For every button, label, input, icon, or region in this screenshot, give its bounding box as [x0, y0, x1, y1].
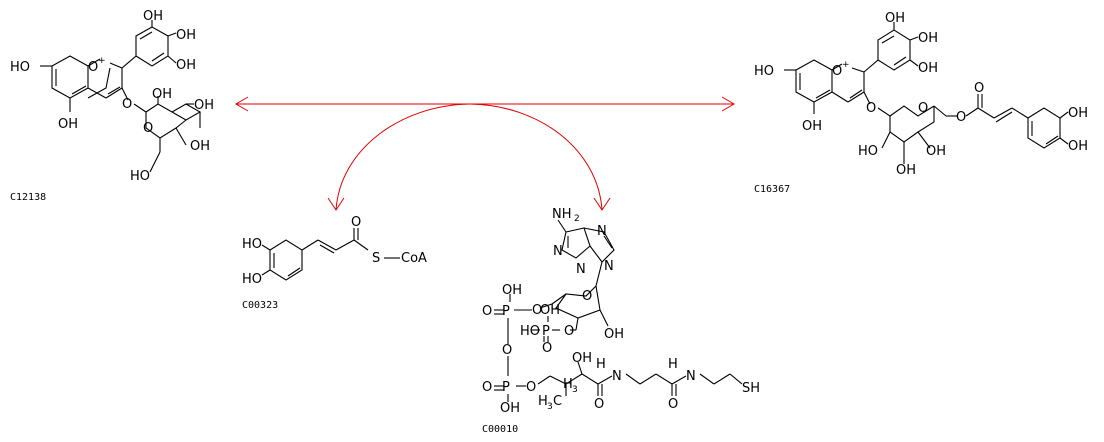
- c16367-ho-7: HO: [754, 64, 774, 79]
- c00010-o-ring: O: [582, 289, 592, 304]
- arrow-head-c00010: [593, 197, 611, 211]
- c12138-oh-5: OH: [58, 117, 78, 132]
- c00010-ch3-h: H: [538, 394, 548, 409]
- c00010-o-5: O: [532, 303, 542, 318]
- compound-c00010: NH 2 N N N N O OH O OH P HO O O OH P O O…: [482, 207, 760, 435]
- c12138-oh-3p: OH: [143, 9, 163, 24]
- c16367-plus: +: [842, 60, 850, 70]
- c00323-o-carbonyl: O: [351, 215, 361, 230]
- c00010-n9: N: [604, 259, 614, 274]
- c12138-ho-7: HO: [10, 60, 30, 75]
- c00010-o-amide2: O: [668, 397, 678, 412]
- c00010-o-amide1: O: [594, 397, 604, 412]
- compound-c16367: HO O + OH OH OH OH O O HO OH OH O O OH O…: [754, 11, 1088, 195]
- c00010-oh-pa: OH: [502, 283, 522, 298]
- curved-arrow-to-c00323: [335, 103, 471, 211]
- c16367-oh-3s: OH: [896, 163, 916, 178]
- compound-id-c16367: C16367: [754, 184, 790, 195]
- c00323-ho-4: HO: [242, 272, 262, 287]
- c16367-oh-caff-4: OH: [1068, 139, 1088, 154]
- c16367-o-ester: O: [956, 110, 966, 125]
- c00010-o-panto: O: [526, 380, 536, 395]
- c00010-ho-p3: HO: [520, 324, 540, 339]
- compound-id-c00010: C00010: [482, 424, 518, 435]
- c00010-oh-p3: OH: [540, 303, 560, 318]
- c12138-oxonium: O: [88, 60, 98, 75]
- c00010-n-amide2: N: [686, 369, 696, 384]
- c00010-n7: N: [597, 224, 607, 239]
- c00010-h-amide1: H: [596, 357, 606, 372]
- c16367-ho-2s: HO: [858, 144, 878, 159]
- c12138-plus: +: [98, 56, 106, 66]
- c00323-s: S: [372, 251, 380, 266]
- c00010-n-amide1: N: [612, 369, 622, 384]
- c16367-oh-5: OH: [802, 119, 822, 134]
- c00010-o-pa: O: [482, 304, 492, 319]
- c00010-ch3b-h: H: [563, 377, 573, 392]
- c00010-oh-panto: OH: [572, 351, 592, 366]
- c00010-o-3: O: [564, 324, 574, 339]
- c16367-oh-3p: OH: [885, 11, 905, 26]
- c00010-ch3-c: C: [553, 394, 562, 409]
- c00323-coa: CoA: [401, 251, 427, 266]
- reaction-arrows: [235, 96, 735, 211]
- c16367-o-carbonyl: O: [974, 81, 984, 96]
- c12138-o-glyco: O: [122, 97, 132, 112]
- compound-id-c12138: C12138: [10, 192, 46, 203]
- c00010-nh2-n: NH: [552, 207, 572, 222]
- c00010-o-bridge: O: [502, 343, 512, 358]
- c00010-oh-pb: OH: [500, 401, 520, 416]
- c00010-o-pb: O: [482, 380, 492, 395]
- c12138-oh-4s: OH: [190, 139, 210, 154]
- curved-arrow-to-c00010: [469, 103, 603, 211]
- compound-id-c00323: C00323: [242, 300, 278, 311]
- c00010-h-amide2: H: [668, 357, 678, 372]
- c00010-ch3b-sub: 3: [572, 385, 578, 395]
- left-arrow-head: [235, 96, 249, 112]
- c00010-oh-2: OH: [604, 327, 624, 342]
- c00010-nh2-sub: 2: [574, 214, 580, 224]
- c12138-o-ring: O: [143, 121, 153, 136]
- c12138-ho-6s: HO: [130, 169, 150, 184]
- right-arrow-head: [721, 96, 735, 112]
- c00010-sh: SH: [742, 381, 760, 396]
- c00010-pb: P: [502, 380, 510, 395]
- c16367-o-glyco: O: [866, 101, 876, 116]
- c16367-o-ring: O: [918, 101, 928, 116]
- compound-c00323: HO HO O S CoA C00323: [242, 215, 427, 311]
- c12138-oh-4p: OH: [176, 28, 196, 43]
- compound-c12138: HO O + OH OH OH OH O O OH OH OH HO C1213…: [10, 9, 214, 203]
- c00010-o-p3: O: [542, 341, 552, 356]
- c16367-oh-4s: OH: [926, 144, 946, 159]
- c00010-pa: P: [502, 304, 510, 319]
- c00010-n1: N: [553, 244, 563, 259]
- c00323-ho-3: HO: [242, 237, 262, 252]
- c12138-oh-2s: OH: [152, 87, 172, 102]
- c12138-oh-5p: OH: [176, 58, 196, 73]
- c00010-p3: P: [542, 324, 550, 339]
- c12138-oh-3s: OH: [194, 98, 214, 113]
- arrow-head-c00323: [327, 197, 345, 211]
- c16367-oh-5p: OH: [918, 61, 938, 76]
- c00010-n3: N: [576, 262, 586, 277]
- c00010-ch3-sub: 3: [547, 402, 553, 412]
- c16367-oh-4p: OH: [918, 31, 938, 46]
- c16367-oh-caff-3: OH: [1068, 106, 1088, 121]
- c16367-oxonium: O: [832, 64, 842, 79]
